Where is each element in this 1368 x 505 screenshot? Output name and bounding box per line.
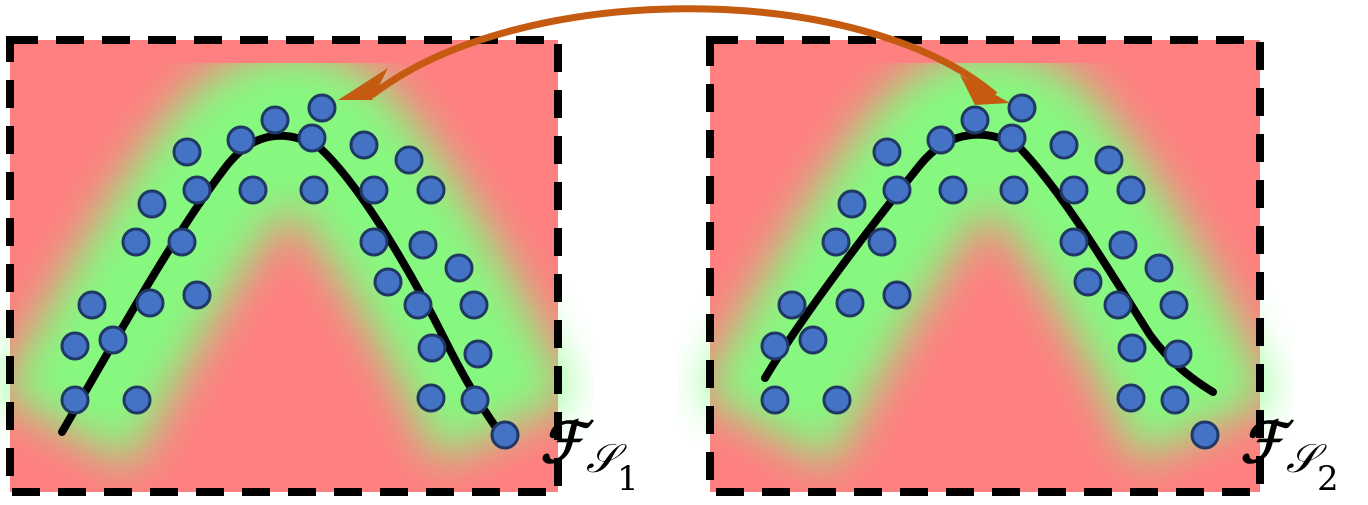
panel-right-point-3 (798, 325, 828, 355)
panel-right-point-14 (1007, 93, 1037, 123)
panel-right-point-17 (999, 175, 1029, 205)
panel-left-point-3 (98, 325, 128, 355)
panel-left-point-14 (307, 93, 337, 123)
panel-left-point-25 (373, 267, 403, 297)
panel-left-label-index: 1 (617, 459, 639, 499)
panel-left-point-0 (60, 385, 90, 415)
panel-left-point-30 (416, 383, 446, 413)
panel-left-point-13 (260, 105, 290, 135)
panel-left-point-18 (349, 130, 379, 160)
panel-left-point-22 (359, 227, 389, 257)
panel-left: ℱ𝒮1 (0, 36, 639, 499)
panel-right-point-25 (1073, 267, 1103, 297)
panel-right-point-4 (777, 290, 807, 320)
panel-left-point-1 (122, 385, 152, 415)
correspondence-arrow (338, 5, 1010, 105)
panel-right-point-6 (882, 280, 912, 310)
panel-left-point-17 (299, 175, 329, 205)
panel-left-point-31 (460, 385, 490, 415)
panel-right: ℱ𝒮2 (699, 36, 1339, 499)
panel-right-point-32 (1190, 420, 1220, 450)
panel-left-point-7 (121, 227, 151, 257)
panel-right-point-28 (1117, 333, 1147, 363)
panel-right-point-12 (926, 125, 956, 155)
arrow-head-right (960, 75, 1010, 105)
arrow-head-left (338, 68, 388, 100)
panel-right-point-10 (882, 175, 912, 205)
panel-left-frame (6, 36, 562, 496)
panel-right-point-31 (1160, 385, 1190, 415)
panel-left-point-9 (137, 189, 167, 219)
panel-left-point-29 (463, 339, 493, 369)
panel-right-point-0 (760, 385, 790, 415)
panel-right-point-8 (867, 227, 897, 257)
panel-right-label-index: 2 (1317, 459, 1339, 499)
panel-left-point-16 (238, 175, 268, 205)
panel-right-point-27 (1159, 290, 1189, 320)
panel-left-point-8 (167, 227, 197, 257)
panel-left-point-21 (359, 175, 389, 205)
panel-right-point-18 (1049, 130, 1079, 160)
panel-right-point-29 (1163, 339, 1193, 369)
panel-right-point-22 (1059, 227, 1089, 257)
panel-left-point-11 (172, 137, 202, 167)
panel-left-point-19 (394, 145, 424, 175)
panel-left-point-28 (417, 333, 447, 363)
panel-right-points (760, 93, 1220, 450)
panel-left-point-15 (297, 123, 327, 153)
panel-right-point-13 (960, 105, 990, 135)
panel-left-point-5 (135, 288, 165, 318)
panel-left-point-24 (444, 253, 474, 283)
panel-right-point-7 (821, 227, 851, 257)
panel-left-points (60, 93, 520, 450)
panel-left-point-32 (490, 420, 520, 450)
panel-left-point-20 (416, 175, 446, 205)
panel-right-point-1 (822, 385, 852, 415)
panel-left-point-23 (408, 230, 438, 260)
panel-right-point-2 (760, 331, 790, 361)
panel-left-point-10 (182, 175, 212, 205)
panel-right-point-24 (1144, 253, 1174, 283)
panel-right-point-21 (1059, 175, 1089, 205)
panel-right-point-15 (997, 123, 1027, 153)
panel-left-point-6 (182, 280, 212, 310)
panel-left-point-4 (77, 290, 107, 320)
panel-right-point-9 (837, 189, 867, 219)
panel-right-point-5 (835, 288, 865, 318)
panel-left-point-26 (403, 290, 433, 320)
panel-right-point-20 (1116, 175, 1146, 205)
panel-right-point-16 (938, 175, 968, 205)
panel-left-point-2 (60, 331, 90, 361)
panel-right-point-30 (1116, 383, 1146, 413)
panel-right-point-11 (872, 137, 902, 167)
panel-right-point-26 (1103, 290, 1133, 320)
panel-right-point-19 (1094, 145, 1124, 175)
panel-right-point-23 (1108, 230, 1138, 260)
panel-left-point-12 (226, 125, 256, 155)
panel-left-point-27 (459, 290, 489, 320)
